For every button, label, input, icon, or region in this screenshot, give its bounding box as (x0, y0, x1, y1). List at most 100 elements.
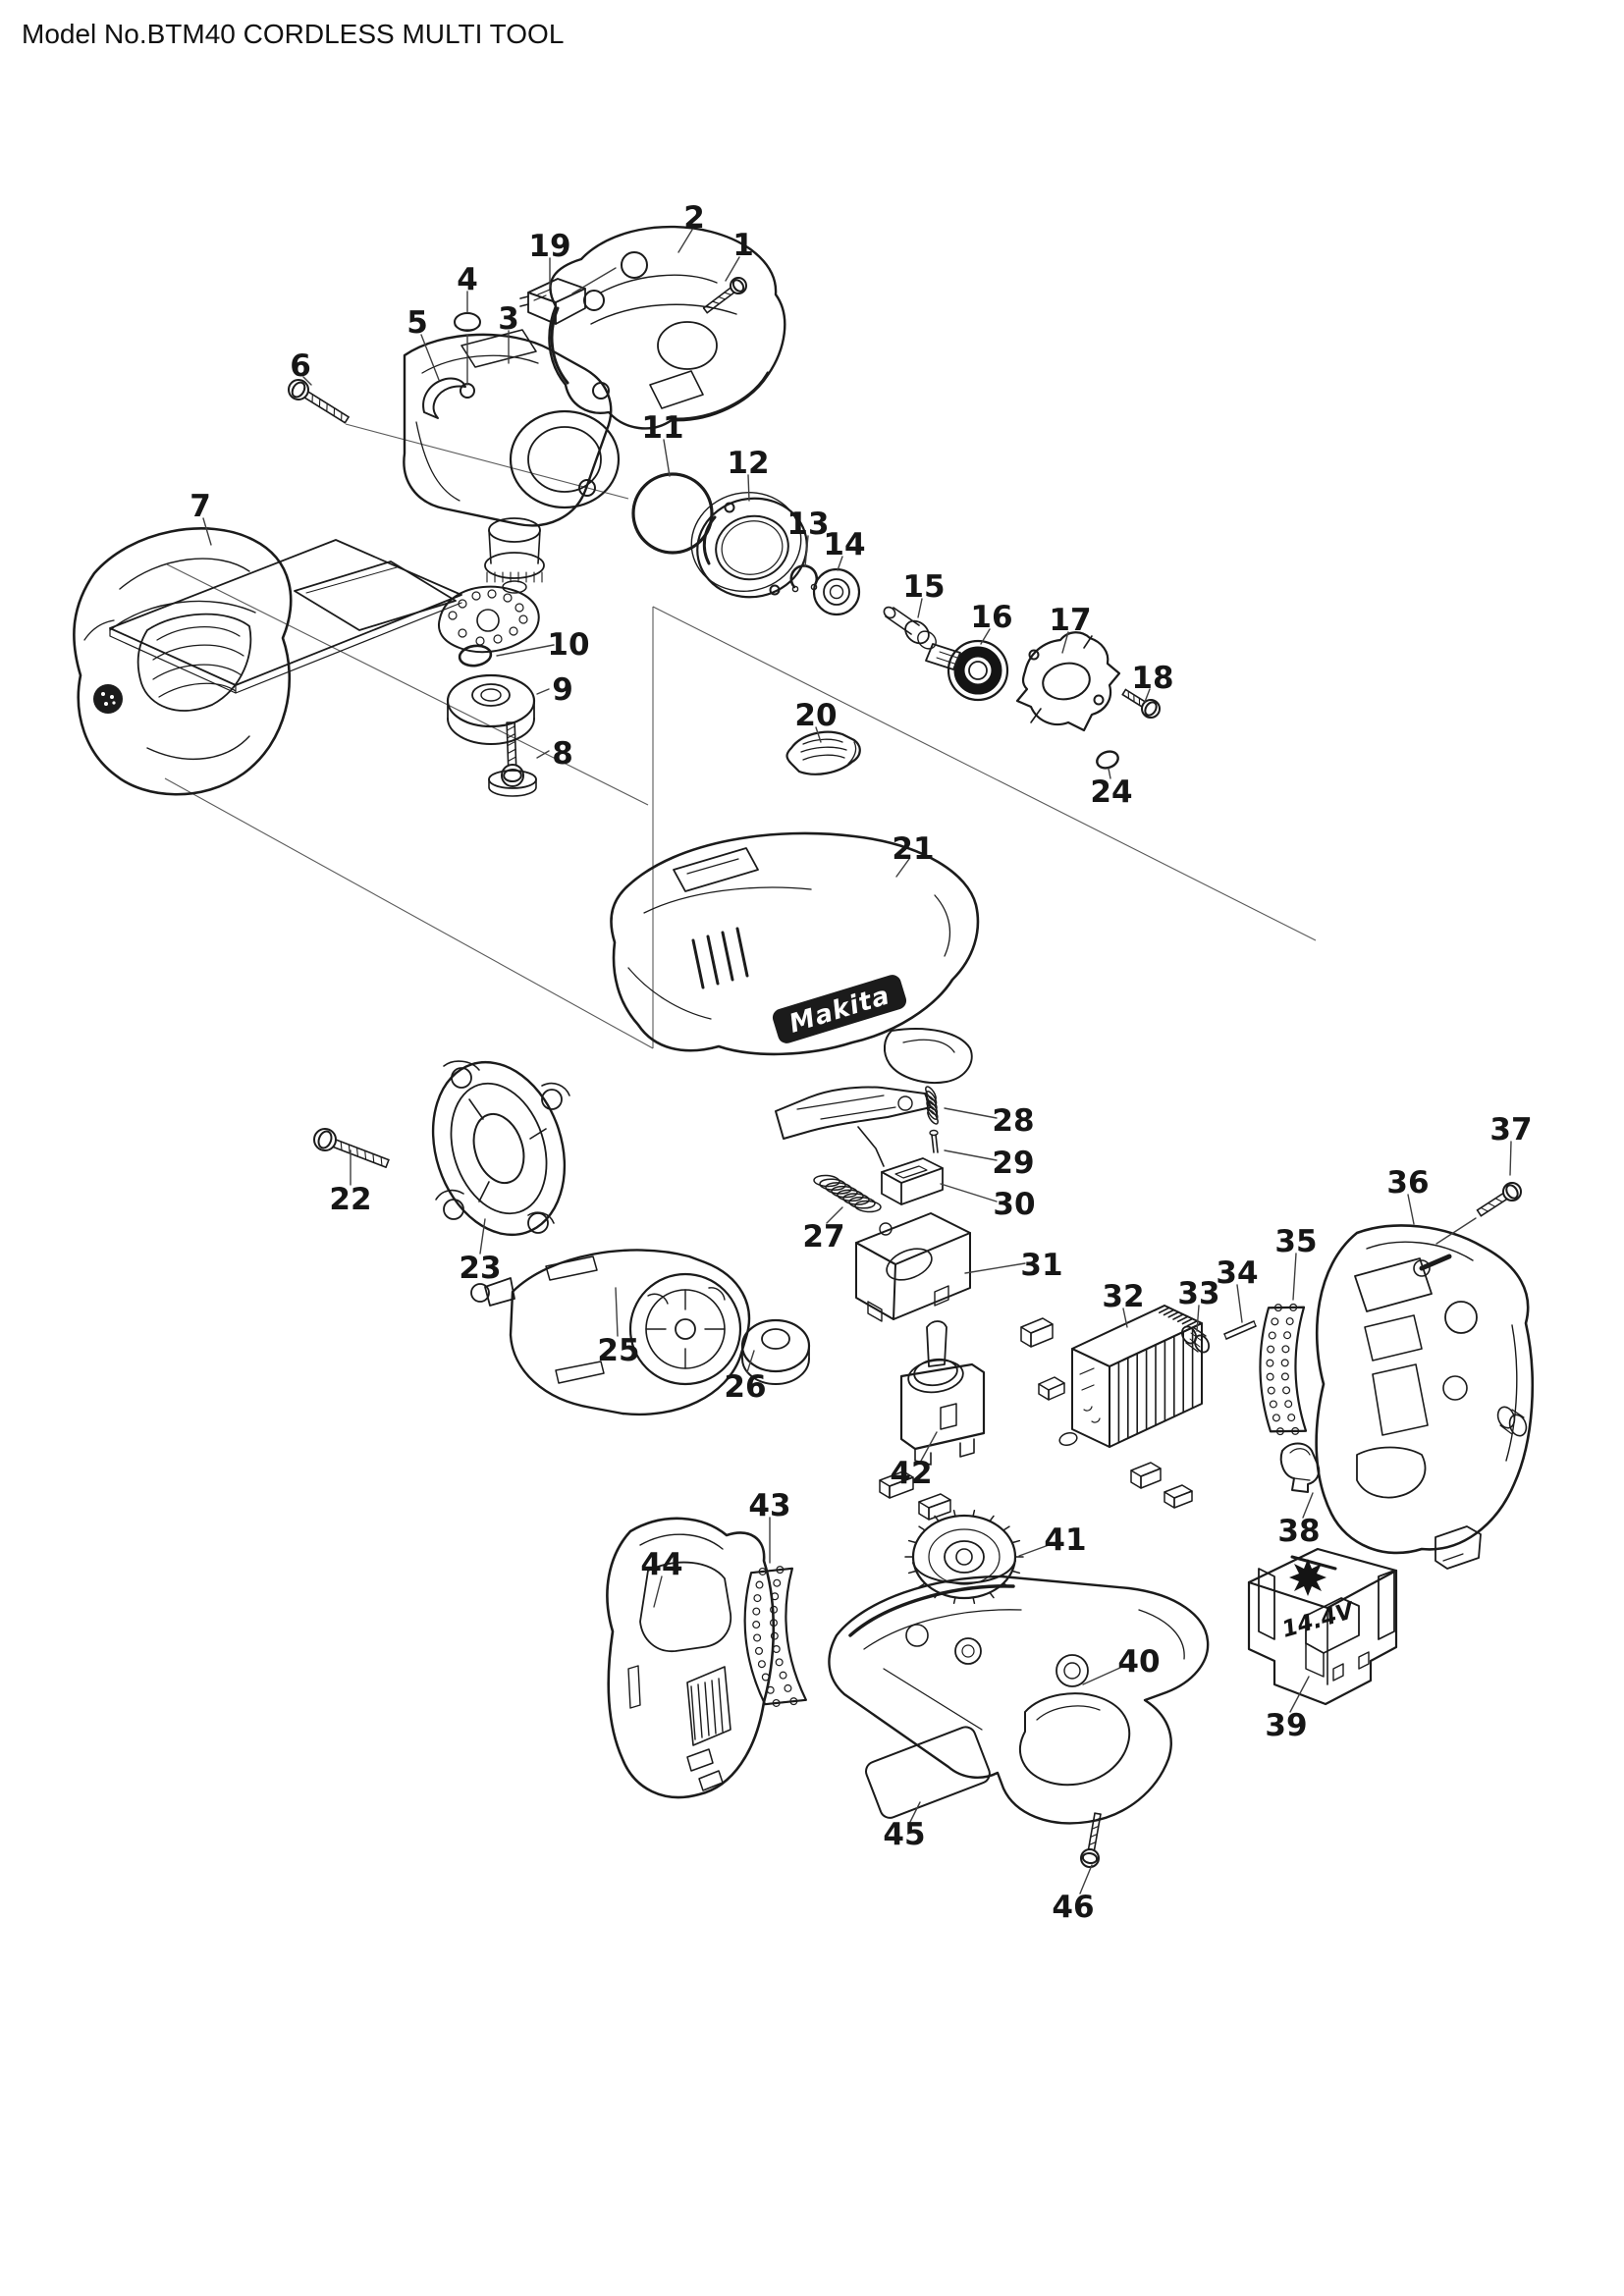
callout-leader-38-1 (1302, 1492, 1314, 1519)
callout-number-26: 26 (724, 1369, 766, 1405)
callout-leader-30-1 (940, 1183, 998, 1202)
callout-number-34: 34 (1216, 1255, 1258, 1291)
callout-number-39: 39 (1265, 1708, 1307, 1743)
part-42-switch (899, 1320, 986, 1466)
part-callout-31: 31 (964, 1248, 1063, 1283)
callout-number-28: 28 (992, 1103, 1034, 1139)
part-8-pad-bolt (488, 721, 537, 797)
part-26-damper-ring (740, 1318, 811, 1385)
part-35-contact-strip (1259, 1303, 1308, 1436)
part-38-clip (1279, 1442, 1321, 1493)
callout-leader-42-1 (919, 1431, 938, 1464)
part-11-o-ring (631, 472, 714, 555)
callout-number-29: 29 (992, 1146, 1034, 1181)
callout-leader-25-1 (615, 1287, 619, 1337)
part-callout-26: 26 (724, 1350, 767, 1405)
part-callout-46: 46 (1052, 1864, 1095, 1925)
part-32-controller-module (1071, 1305, 1203, 1448)
callout-leader-36-1 (1407, 1194, 1415, 1225)
part-36-handle-cover-right (1315, 1224, 1535, 1555)
part-callout-23: 23 (459, 1218, 502, 1286)
part-43-contact-strip (743, 1566, 807, 1707)
callout-number-33: 33 (1177, 1276, 1219, 1311)
part-39-battery-terminal-block (1247, 1547, 1398, 1706)
part-27-spring (813, 1174, 882, 1213)
part-5-clamp-lever (422, 377, 466, 419)
callout-number-41: 41 (1044, 1522, 1086, 1558)
part-1-screw (702, 277, 747, 314)
part-callout-29: 29 (944, 1146, 1035, 1181)
part-callout-21: 21 (892, 831, 935, 878)
callout-number-32: 32 (1102, 1279, 1144, 1314)
part-40-housing-base (828, 1575, 1210, 1825)
part-7-front-housing-cover (73, 527, 293, 796)
callout-leader-35-1 (1292, 1253, 1297, 1301)
callout-number-30: 30 (993, 1187, 1035, 1222)
part-10-o-ring (458, 644, 493, 667)
callout-leader-5-1 (420, 334, 440, 381)
part-22-screw (313, 1128, 390, 1168)
part-callout-7: 7 (189, 489, 212, 546)
callout-number-37: 37 (1489, 1112, 1532, 1148)
part-13-snap-ring (789, 564, 819, 593)
callout-leader-8-1 (536, 750, 550, 759)
makita-logo-background (772, 975, 907, 1043)
callout-number-14: 14 (823, 527, 865, 562)
part-9-pad-washer (446, 673, 536, 745)
callout-leader-15-1 (917, 598, 923, 618)
part-33-sleeve (1180, 1325, 1211, 1354)
part-17-clutch-plate (1015, 631, 1121, 732)
callout-number-42: 42 (890, 1456, 932, 1491)
part-29-pin (929, 1129, 939, 1153)
callout-number-35: 35 (1274, 1224, 1317, 1259)
illustration-layer (73, 225, 1535, 1868)
callout-number-20: 20 (794, 698, 837, 733)
part-callout-5: 5 (406, 305, 440, 381)
callout-leader-44-1 (653, 1575, 663, 1608)
part-15-spindle (883, 606, 961, 670)
callout-leader-29-1 (944, 1149, 998, 1161)
callout-number-4: 4 (457, 262, 478, 297)
part-21-motor-housing (610, 831, 980, 1084)
part-31-switch-holder (855, 1212, 971, 1322)
part-callout-34: 34 (1216, 1255, 1259, 1323)
construction-line-2 (166, 563, 649, 806)
callout-leader-16-1 (980, 628, 991, 645)
part-callout-11: 11 (641, 410, 684, 477)
part-19-terminal-chip (519, 278, 586, 325)
callout-number-18: 18 (1131, 661, 1173, 696)
part-2-rear-gear-cover (548, 225, 786, 430)
callout-leader-9-1 (536, 688, 550, 695)
callout-number-6: 6 (290, 348, 311, 384)
part-callout-4: 4 (457, 262, 478, 386)
callout-number-15: 15 (902, 569, 945, 605)
part-callout-25: 25 (597, 1287, 640, 1368)
part-callout-33: 33 (1177, 1276, 1220, 1332)
construction-line-1 (345, 423, 629, 500)
part-callout-6: 6 (290, 348, 312, 386)
callout-leader-39-1 (1289, 1676, 1310, 1713)
part-callout-20: 20 (794, 698, 838, 743)
callout-number-45: 45 (883, 1817, 925, 1852)
part-callout-44: 44 (640, 1547, 683, 1608)
part-37-screw (1476, 1182, 1522, 1217)
callout-number-5: 5 (406, 305, 428, 341)
callout-number-2: 2 (683, 200, 705, 236)
callout-leader-21-1 (895, 858, 910, 878)
callout-leader-37-1 (1509, 1141, 1512, 1176)
callout-leader-33-1 (1196, 1305, 1200, 1332)
part-callout-19: 19 (528, 229, 617, 294)
part-4-cap (454, 312, 481, 332)
part-callout-36: 36 (1386, 1165, 1430, 1225)
sanding-accessories (109, 539, 540, 694)
makita-logo-text: Makita (785, 981, 893, 1040)
page-title: Model No.BTM40 CORDLESS MULTI TOOL (22, 19, 564, 49)
callout-leader-31-1 (964, 1262, 1026, 1274)
callout-leader-12-1 (747, 474, 750, 502)
callout-number-25: 25 (597, 1333, 639, 1368)
part-14-bearing (812, 567, 861, 616)
callout-number-17: 17 (1049, 603, 1091, 638)
callout-number-8: 8 (552, 736, 573, 772)
